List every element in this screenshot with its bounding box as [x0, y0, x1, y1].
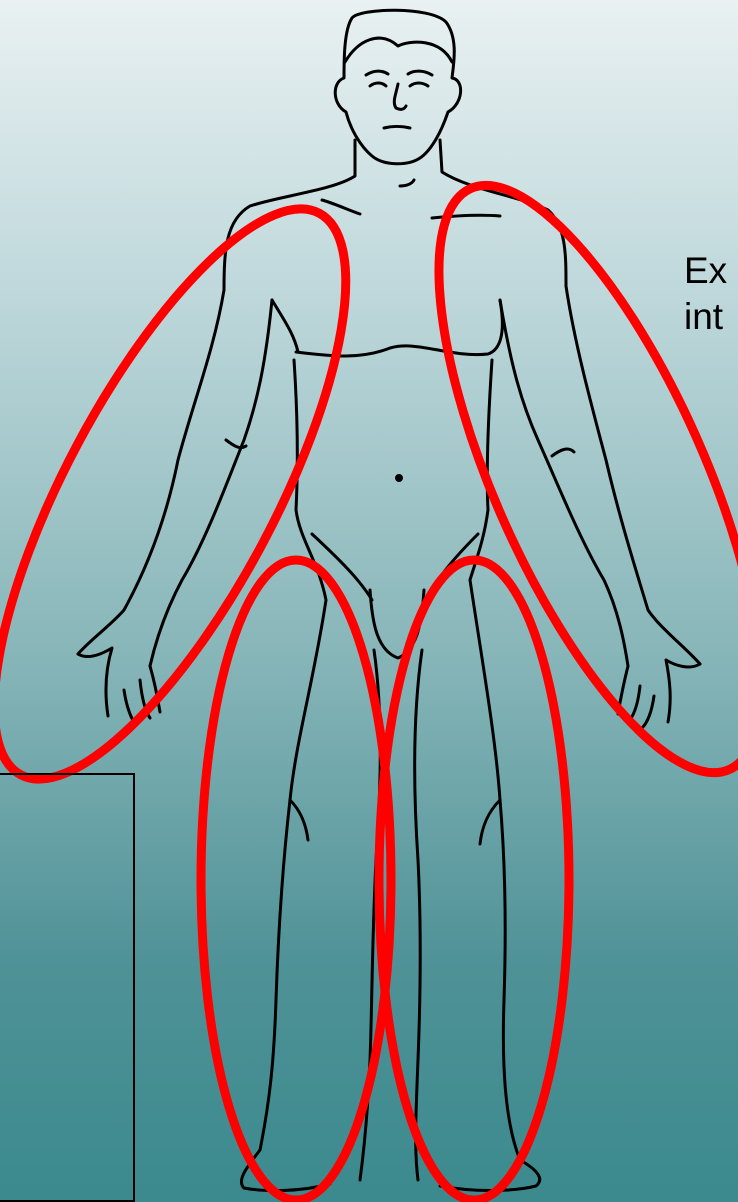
leg-inner-right	[415, 650, 422, 1180]
right-arm-highlight	[0, 164, 412, 824]
side-label-line-1: Ex	[684, 248, 738, 294]
side-label: Ex int	[684, 248, 738, 340]
collar-mark	[400, 180, 414, 186]
navel	[397, 476, 402, 481]
side-box	[0, 773, 135, 1202]
elbow-right	[552, 449, 574, 456]
side-label-line-2: int	[684, 294, 738, 340]
right-leg-highlight	[201, 560, 391, 1200]
leg-outer-right	[470, 580, 520, 1160]
left-eye	[370, 83, 386, 86]
left-leg-highlight	[379, 560, 569, 1200]
arm-outer-right	[566, 286, 700, 664]
nose	[394, 84, 406, 109]
knee-left	[290, 800, 308, 840]
mouth	[384, 127, 410, 129]
foot-right	[440, 1160, 540, 1191]
left-eyebrow	[366, 71, 388, 75]
right-eyebrow	[408, 71, 432, 75]
arm-inner-left	[150, 300, 272, 666]
hair-line	[345, 38, 452, 62]
left-armpit	[272, 300, 298, 352]
knee-right	[480, 800, 500, 844]
chest-line	[296, 300, 502, 356]
collar-left	[322, 200, 360, 214]
neck-shoulder-left	[224, 140, 355, 290]
leg-outer-left	[260, 600, 326, 1150]
arm-outer-left	[78, 290, 224, 654]
arm-inner-right	[500, 300, 628, 666]
right-eye	[410, 83, 428, 86]
